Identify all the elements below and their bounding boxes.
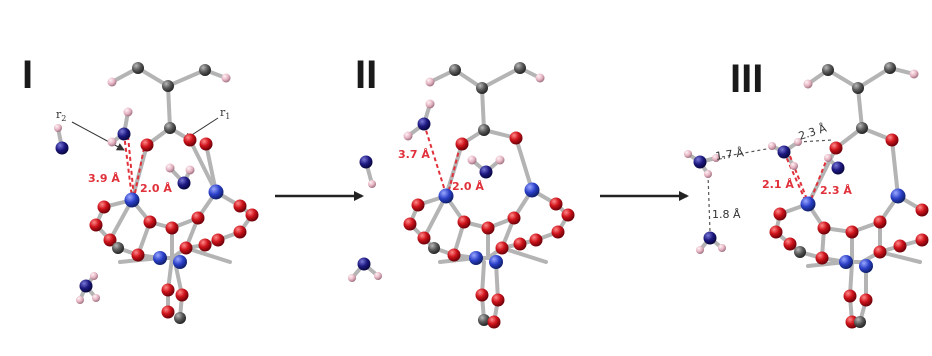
panel-label-2: II <box>355 53 377 97</box>
distance-label-p3-b: 2.3 Å <box>820 184 852 197</box>
atoms-panel-2 <box>348 62 575 329</box>
hbond-label-p3-c: 1.8 Å <box>712 208 741 221</box>
distance-label-p3-a: 2.1 Å <box>762 178 794 191</box>
bonds-panel-3 <box>686 65 924 324</box>
atoms-panel-1 <box>54 62 259 324</box>
panel-label-1: I <box>22 53 33 97</box>
atoms-panel-3 <box>684 62 929 329</box>
r2-label: r2 <box>56 108 66 123</box>
distance-label-p2-a: 3.7 Å <box>398 148 430 161</box>
distance-label-p1-a: 3.9 Å <box>88 172 120 185</box>
r2-arrow <box>71 121 125 151</box>
distance-label-p2-b: 2.0 Å <box>452 180 484 193</box>
hbond-label-p3-a: 1.7 Å <box>715 146 746 163</box>
panel-label-3: III <box>730 57 763 101</box>
structure-panel-1: r2 r1 3.9 Å 2.0 Å <box>54 62 259 324</box>
structure-panel-3: 1.7 Å 2.3 Å 1.8 Å 2.1 Å 2.3 Å <box>684 62 929 329</box>
structure-panel-2: 3.7 Å 2.0 Å <box>348 62 575 329</box>
r1-label: r1 <box>220 106 230 121</box>
hbond-lines-panel-3 <box>707 139 833 233</box>
hbond-label-p3-b: 2.3 Å <box>797 122 829 143</box>
distance-lines-panel-2 <box>423 123 461 195</box>
distance-label-p1-b: 2.0 Å <box>140 182 172 195</box>
distance-lines-panel-1 <box>123 133 145 199</box>
